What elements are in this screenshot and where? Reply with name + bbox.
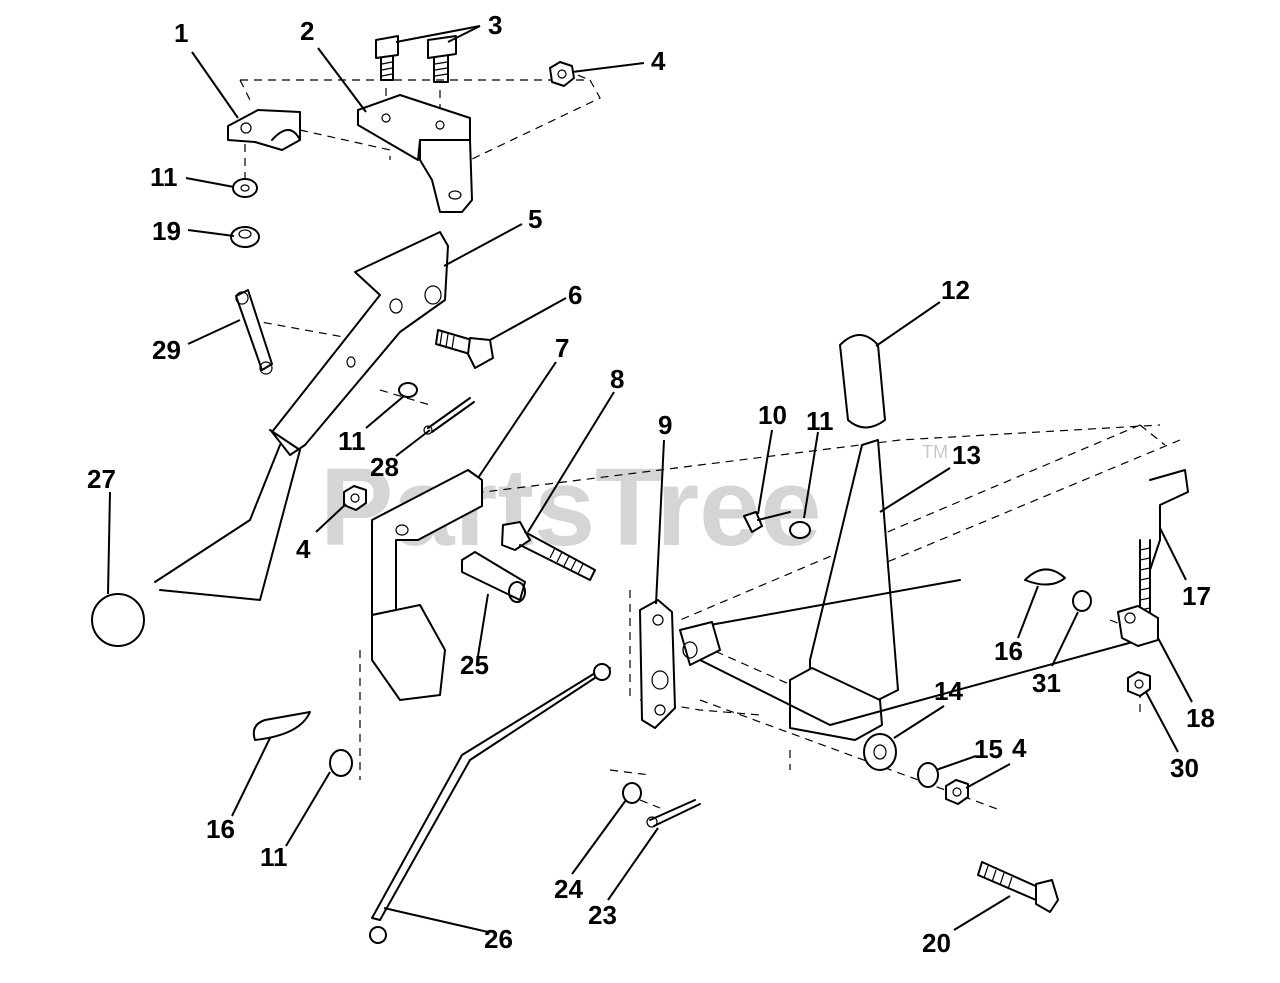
callout-18: 18 <box>1186 703 1215 733</box>
callout-labels: 1 2 3 4 11 19 5 6 29 7 8 12 10 11 9 13 1… <box>87 10 1215 958</box>
part-20-bolt <box>977 861 1059 913</box>
callout-10: 10 <box>758 400 787 430</box>
callout-20: 20 <box>922 928 951 958</box>
callout-16b: 16 <box>206 814 235 844</box>
part-3-bolts <box>375 35 457 83</box>
callout-19: 19 <box>152 216 181 246</box>
part-5-lift-arm <box>154 231 449 601</box>
callout-24: 24 <box>554 874 583 904</box>
callout-11d: 11 <box>260 842 288 872</box>
callout-11: 11 <box>150 162 178 192</box>
callout-25: 25 <box>460 650 489 680</box>
callout-4b: 4 <box>296 534 311 564</box>
leader-lines <box>107 25 1193 933</box>
part-4-nuts <box>343 61 1151 805</box>
callout-9: 9 <box>658 410 672 440</box>
part-2-bracket <box>357 94 473 213</box>
part-28-pin <box>423 397 475 435</box>
callout-31: 31 <box>1032 668 1061 698</box>
callout-27: 27 <box>87 464 116 494</box>
callout-3: 3 <box>488 10 502 40</box>
callout-4: 4 <box>651 46 666 76</box>
callout-23: 23 <box>588 900 617 930</box>
part-25-sleeve <box>461 551 526 603</box>
part-13-lever <box>679 439 1141 741</box>
part-7-pedal <box>371 469 483 701</box>
callout-13: 13 <box>952 440 981 470</box>
part-10-pin <box>743 511 791 533</box>
part-27-knob <box>91 593 145 647</box>
reference-lines <box>239 69 1181 811</box>
part-12-grip <box>839 334 886 429</box>
part-23-pin <box>646 799 701 828</box>
callout-7: 7 <box>555 333 569 363</box>
part-1-clip <box>227 109 301 151</box>
callout-12: 12 <box>941 275 970 305</box>
callout-29: 29 <box>152 335 181 365</box>
part-29-link <box>235 289 273 375</box>
part-18-block <box>1117 605 1159 647</box>
part-8-bolt <box>501 521 596 581</box>
callout-11c: 11 <box>338 426 366 456</box>
callout-5: 5 <box>528 204 542 234</box>
callout-11b: 11 <box>806 406 834 436</box>
part-17-rod <box>1139 469 1189 621</box>
callout-16: 16 <box>994 636 1023 666</box>
callout-17: 17 <box>1182 581 1211 611</box>
part-6-bolt <box>435 329 494 369</box>
callout-15: 15 <box>974 734 1003 764</box>
callout-14: 14 <box>934 676 963 706</box>
callout-26: 26 <box>484 924 513 954</box>
callout-6: 6 <box>568 280 582 310</box>
part-26-rod <box>369 663 611 944</box>
callout-28: 28 <box>370 452 399 482</box>
washers <box>230 178 1092 804</box>
watermark-tm: TM <box>922 442 948 462</box>
part-9-plate <box>639 599 676 729</box>
callout-2: 2 <box>300 16 314 46</box>
callout-4c: 4 <box>1012 733 1027 763</box>
callout-8: 8 <box>610 364 624 394</box>
callout-30: 30 <box>1170 753 1199 783</box>
part-16-clips <box>252 568 1066 741</box>
callout-1: 1 <box>174 18 188 48</box>
